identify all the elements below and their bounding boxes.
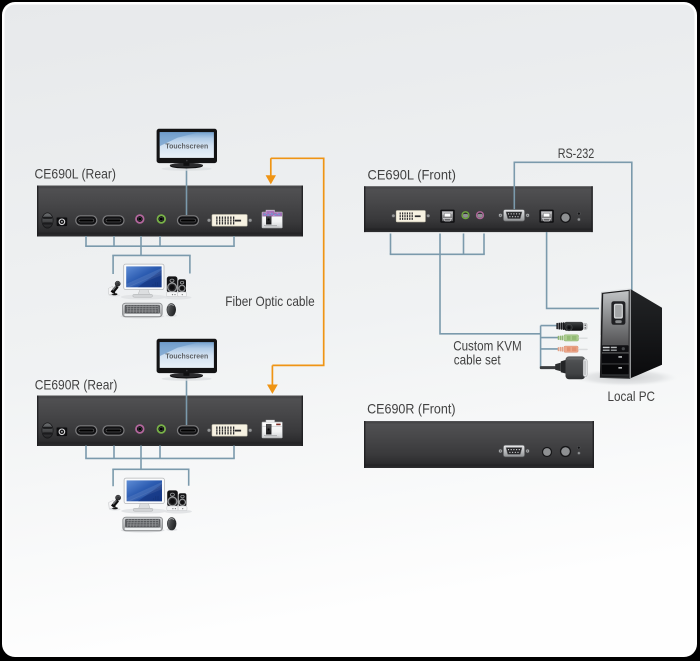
svg-text:Custom KVM: Custom KVM [453,337,522,353]
svg-text:CE690L (Rear): CE690L (Rear) [35,165,117,181]
svg-text:CE690R (Rear): CE690R (Rear) [35,376,118,392]
svg-text:CE690R (Front): CE690R (Front) [367,401,455,417]
svg-text:Fiber Optic cable: Fiber Optic cable [225,293,315,309]
svg-text:CE690L (Front): CE690L (Front) [368,166,456,182]
svg-text:Local PC: Local PC [608,388,656,404]
svg-text:RS-232: RS-232 [558,145,595,161]
svg-text:cable set: cable set [454,352,501,368]
